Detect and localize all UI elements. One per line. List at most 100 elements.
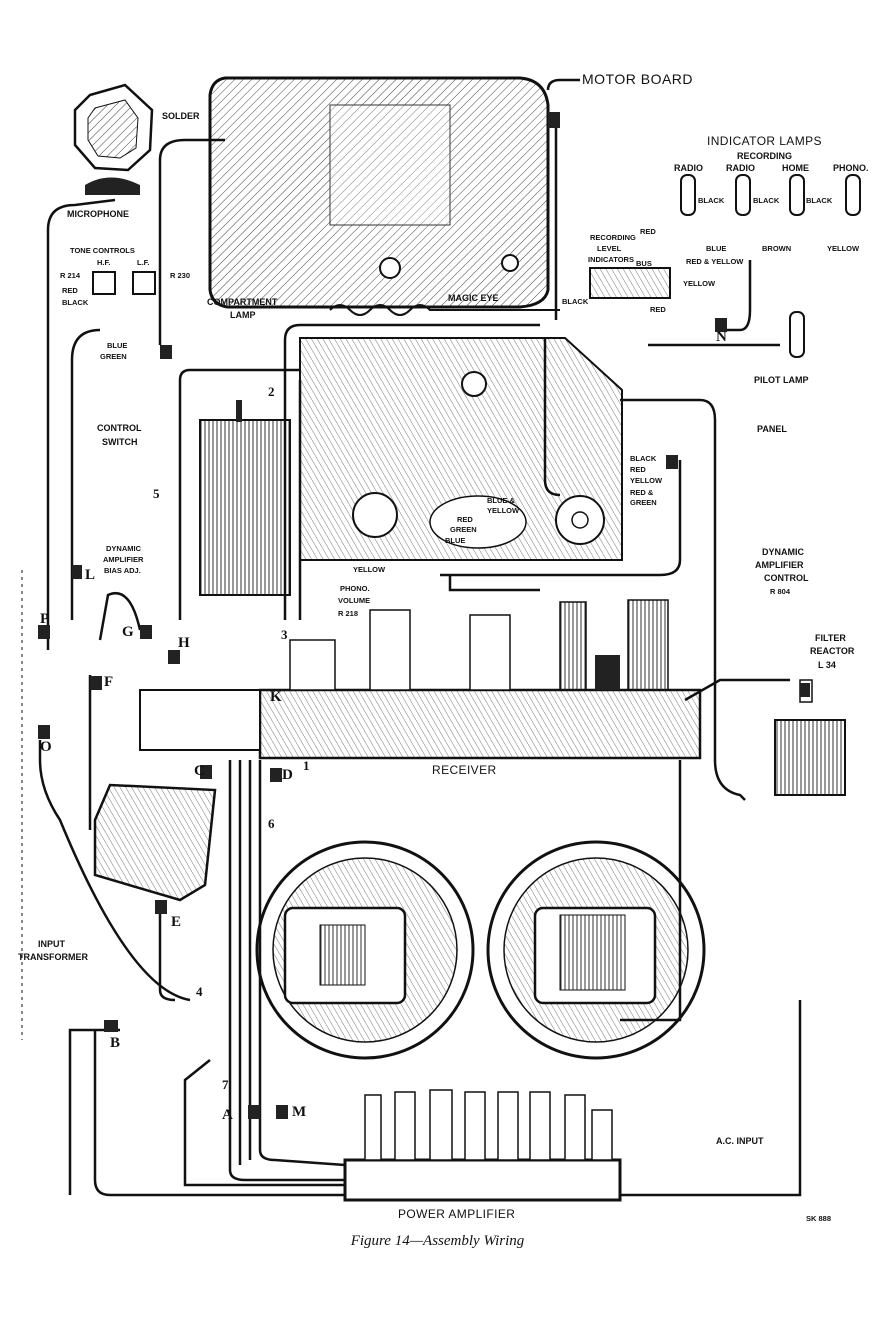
connector-f: F xyxy=(104,674,114,690)
connector-d: D xyxy=(282,767,293,783)
input-transformer-label-2: TRANSFORMER xyxy=(18,952,88,962)
connector-k: K xyxy=(270,689,282,705)
wire-black-tc: BLACK xyxy=(62,298,89,307)
input-transformer xyxy=(93,783,217,902)
recording-level-indicators xyxy=(589,267,671,299)
wire-harness xyxy=(38,78,802,1197)
wire-black-3: BLACK xyxy=(806,196,833,205)
power-amplifier-label: POWER AMPLIFIER xyxy=(398,1207,516,1221)
wire-red-green-1: RED & xyxy=(630,488,654,497)
wire-black-2: BLACK xyxy=(753,196,780,205)
solder-label: SOLDER xyxy=(162,111,200,121)
phono-volume-label-2: VOLUME xyxy=(338,596,371,605)
microphone-icon xyxy=(73,83,154,195)
wire-blue-tc: BLUE xyxy=(107,341,128,350)
r214-label: R 214 xyxy=(60,271,81,280)
indicator-lamps-label: INDICATOR LAMPS xyxy=(707,134,822,148)
cable-number-3: 3 xyxy=(281,627,288,642)
connector-e: E xyxy=(171,914,182,930)
wire-blue-lamps: BLUE xyxy=(706,244,727,253)
wire-red-mid: RED xyxy=(457,515,473,524)
wire-yellow-rli: YELLOW xyxy=(683,279,716,288)
control-switch-label-2: SWITCH xyxy=(102,437,138,447)
cable-number-2: 2 xyxy=(268,384,275,399)
recording-level-label-3: INDICATORS xyxy=(588,255,634,264)
receiver-chassis xyxy=(139,599,702,760)
phono-volume-label-1: PHONO. xyxy=(340,584,370,593)
bus-label: BUS xyxy=(636,259,652,268)
wire-green-mid: GREEN xyxy=(450,525,477,534)
pilot-lamp-icon xyxy=(789,311,805,358)
compartment-lamp-label-2: LAMP xyxy=(230,310,256,320)
receiver-label: RECEIVER xyxy=(432,763,497,777)
panel-label: PANEL xyxy=(757,424,787,434)
r804-label: R 804 xyxy=(770,587,791,596)
wire-blue-yellow-2: YELLOW xyxy=(487,506,520,515)
microphone-label: MICROPHONE xyxy=(67,209,130,219)
wire-blue-yellow-1: BLUE & xyxy=(487,496,515,505)
connector-o: O xyxy=(40,739,52,755)
l34-label: L 34 xyxy=(818,660,836,670)
figure-caption: Figure 14—Assembly Wiring xyxy=(350,1233,525,1249)
connector-n: N xyxy=(716,329,727,345)
dynamic-amp-control-label-3: CONTROL xyxy=(764,573,809,583)
cable-number-1: 1 xyxy=(303,758,310,773)
recording-label: RECORDING xyxy=(737,151,793,161)
wire-red-green-2: GREEN xyxy=(630,498,657,507)
wire-yellow-lamps: YELLOW xyxy=(827,244,860,253)
tone-control-hf xyxy=(92,271,116,295)
lamp-home-label: HOME xyxy=(782,163,809,173)
wire-blue-mid: BLUE xyxy=(445,536,466,545)
connector-l: L xyxy=(85,567,96,583)
drawing-code: SK 888 xyxy=(806,1214,832,1223)
wire-black-rli: BLACK xyxy=(562,297,589,306)
wire-black-dac: BLACK xyxy=(630,454,657,463)
control-switch xyxy=(199,400,291,596)
dynamic-amp-bias-label-1: DYNAMIC xyxy=(106,544,141,553)
wire-brown: BROWN xyxy=(762,244,792,253)
cable-number-5: 5 xyxy=(153,486,160,501)
wire-green-tc: GREEN xyxy=(100,352,127,361)
speaker-left xyxy=(255,840,475,1060)
connector-p: P xyxy=(40,611,50,627)
motor-board xyxy=(208,76,550,309)
wire-red-tc: RED xyxy=(62,286,78,295)
cable-number-6: 6 xyxy=(268,816,275,831)
connector-b: B xyxy=(110,1035,121,1051)
hf-label: H.F. xyxy=(97,258,111,267)
lamp-rec-radio-label: RADIO xyxy=(726,163,755,173)
cable-number-7: 7 xyxy=(222,1077,229,1092)
panel xyxy=(299,337,623,561)
lf-label: L.F. xyxy=(137,258,150,267)
filter-reactor xyxy=(774,679,846,796)
control-switch-label-1: CONTROL xyxy=(97,423,142,433)
magic-eye-label: MAGIC EYE xyxy=(448,293,499,303)
compartment-lamp-label-1: COMPARTMENT xyxy=(207,297,278,307)
r218-label: R 218 xyxy=(338,609,359,618)
power-amplifier xyxy=(343,1089,622,1202)
connector-a: A xyxy=(222,1107,233,1123)
pilot-lamp-label: PILOT LAMP xyxy=(754,375,809,385)
recording-level-label-1: RECORDING xyxy=(590,233,636,242)
connector-h: H xyxy=(178,635,190,651)
wire-yellow-dac: YELLOW xyxy=(630,476,663,485)
input-transformer-label-1: INPUT xyxy=(38,939,65,949)
recording-level-label-2: LEVEL xyxy=(597,244,622,253)
cable-number-4: 4 xyxy=(196,984,203,999)
tone-controls-label: TONE CONTROLS xyxy=(70,246,135,255)
connector-c: C xyxy=(194,763,205,779)
tone-control-lf xyxy=(132,271,156,295)
dynamic-amp-control-label-1: DYNAMIC xyxy=(762,547,804,557)
twisted-lamp-wire xyxy=(329,304,560,316)
r230-label: R 230 xyxy=(170,271,191,280)
filter-reactor-label-1: FILTER xyxy=(815,633,846,643)
motor-board-label: MOTOR BOARD xyxy=(582,71,694,87)
wire-black-1: BLACK xyxy=(698,196,725,205)
wire-red-rli: RED xyxy=(650,305,666,314)
connector-m: M xyxy=(292,1104,307,1120)
connector-plugs xyxy=(38,112,810,1119)
dynamic-amp-bias-label-2: AMPLIFIER xyxy=(103,555,144,564)
dynamic-amp-bias-label-3: BIAS ADJ. xyxy=(104,566,141,575)
